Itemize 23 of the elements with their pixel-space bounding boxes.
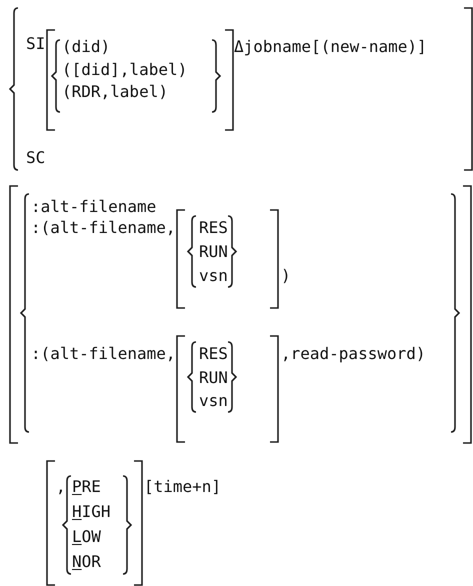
syntax-text: ) (281, 267, 291, 285)
syntax-text: RES (199, 345, 228, 363)
syntax-text: RUN (199, 243, 228, 261)
syntax-text: [time+n] (144, 478, 222, 496)
syntax-text: LOW (72, 528, 101, 546)
syntax-text: Δjobname[(new-name)] (234, 38, 427, 56)
syntax-text: vsn (199, 392, 228, 410)
syntax-text: HIGH (72, 503, 111, 521)
syntax-text: PRE (72, 478, 101, 496)
syntax-text: SC (26, 149, 46, 167)
syntax-text: SI (26, 35, 46, 53)
syntax-text: (RDR,label) (62, 83, 168, 101)
syntax-text: :(alt-filename, (31, 345, 176, 363)
syntax-text: RUN (199, 369, 228, 387)
syntax-text: vsn (199, 267, 228, 285)
syntax-text: ,read-password) (281, 345, 426, 363)
syntax-text: :alt-filename (31, 198, 156, 216)
syntax-text: NOR (72, 553, 101, 571)
syntax-text: (did) (62, 38, 110, 56)
syntax-text: :(alt-filename, (31, 219, 176, 237)
syntax-text: ([did],label) (62, 61, 188, 79)
syntax-text: RES (199, 219, 228, 237)
syntax-text: , (56, 478, 66, 496)
